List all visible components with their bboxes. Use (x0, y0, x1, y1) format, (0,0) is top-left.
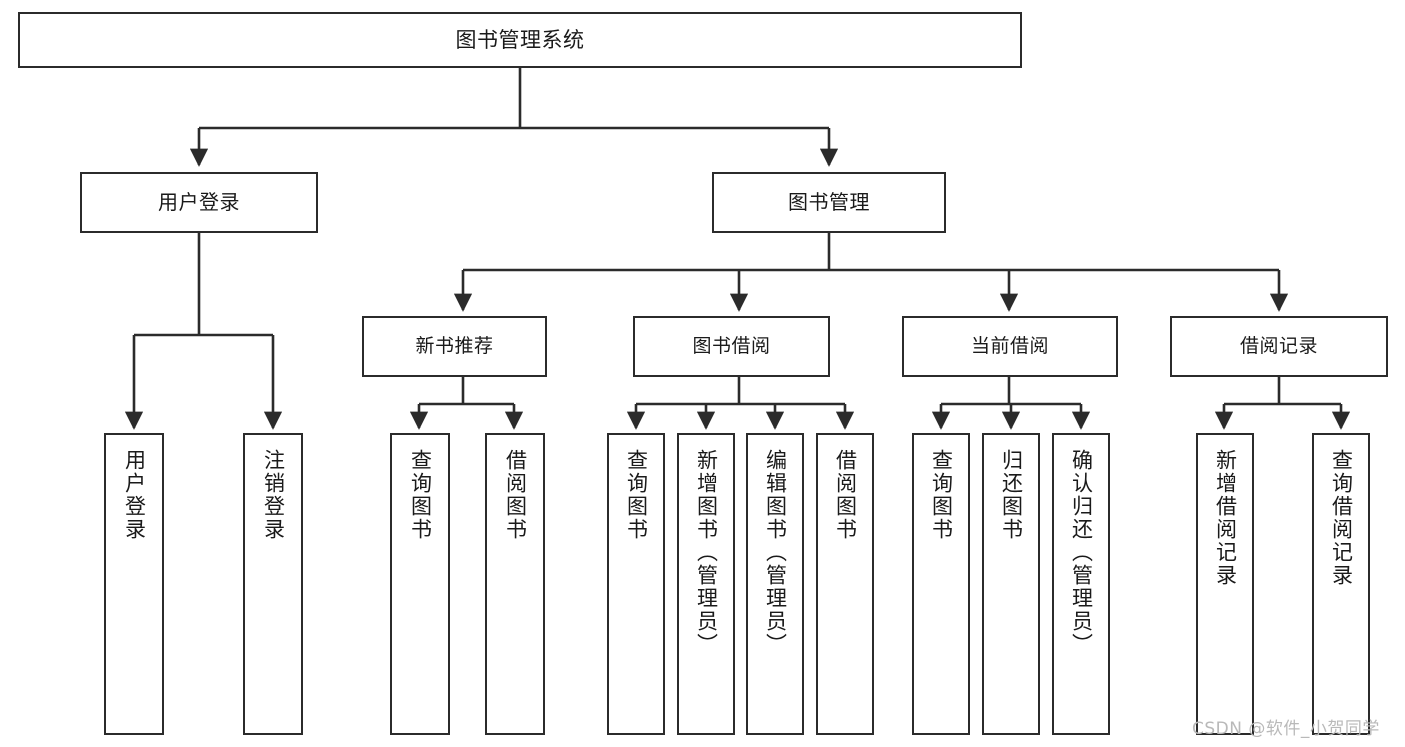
leaf-add-book-admin[interactable]: 新增图书（管理员） (677, 433, 735, 735)
node-label: 用户登录 (158, 189, 240, 214)
node-label: 新书推荐 (415, 335, 494, 358)
leaf-logout[interactable]: 注销登录 (243, 433, 303, 735)
node-new-book-recommend[interactable]: 新书推荐 (362, 316, 547, 377)
leaf-query-borrow-record[interactable]: 查询借阅记录 (1312, 433, 1370, 735)
node-label: 查询图书 (408, 449, 433, 541)
leaf-query-book-new-recommend[interactable]: 查询图书 (390, 433, 450, 735)
watermark-text: CSDN @软件_小贺同学 (1192, 719, 1380, 739)
node-label: 借阅图书 (833, 449, 858, 541)
leaf-return-book[interactable]: 归还图书 (982, 433, 1040, 735)
node-label: 图书管理系统 (455, 27, 585, 52)
node-label: 注销登录 (261, 449, 286, 541)
node-book-management[interactable]: 图书管理 (712, 172, 946, 233)
node-label: 用户登录 (122, 449, 147, 541)
node-label: 当前借阅 (970, 335, 1049, 358)
node-label: 查询借阅记录 (1329, 449, 1354, 587)
leaf-add-borrow-record[interactable]: 新增借阅记录 (1196, 433, 1254, 735)
node-label: 图书管理 (788, 189, 870, 214)
leaf-borrow-book[interactable]: 借阅图书 (816, 433, 874, 735)
node-borrow-record[interactable]: 借阅记录 (1170, 316, 1388, 377)
node-label: 归还图书 (999, 449, 1024, 541)
leaf-edit-book-admin[interactable]: 编辑图书（管理员） (746, 433, 804, 735)
leaf-query-book-borrow[interactable]: 查询图书 (607, 433, 665, 735)
leaf-borrow-book-new-recommend[interactable]: 借阅图书 (485, 433, 545, 735)
leaf-confirm-return-admin[interactable]: 确认归还（管理员） (1052, 433, 1110, 735)
node-current-borrow[interactable]: 当前借阅 (902, 316, 1118, 377)
node-label: 借阅图书 (503, 449, 528, 541)
node-label: 查询图书 (929, 449, 954, 541)
leaf-user-login[interactable]: 用户登录 (104, 433, 164, 735)
node-root-book-management-system[interactable]: 图书管理系统 (18, 12, 1022, 68)
node-label: 新增借阅记录 (1213, 449, 1238, 587)
node-user-login[interactable]: 用户登录 (80, 172, 318, 233)
node-label: 查询图书 (624, 449, 649, 541)
node-label: 图书借阅 (692, 335, 771, 358)
node-label: 编辑图书（管理员） (763, 449, 788, 656)
node-label: 确认归还（管理员） (1069, 449, 1094, 656)
node-label: 借阅记录 (1239, 335, 1318, 358)
leaf-query-book-current[interactable]: 查询图书 (912, 433, 970, 735)
node-book-borrow[interactable]: 图书借阅 (633, 316, 830, 377)
node-label: 新增图书（管理员） (694, 449, 719, 656)
